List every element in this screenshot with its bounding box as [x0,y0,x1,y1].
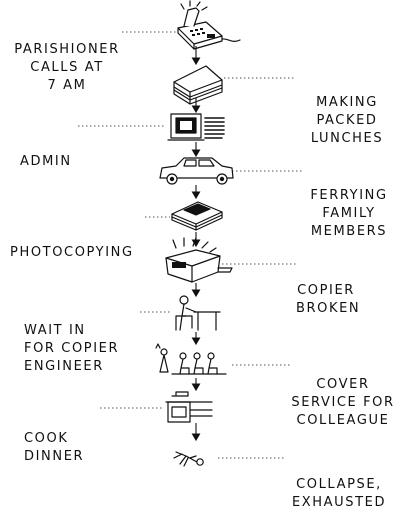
flow-diagram [78,0,302,467]
arrow-4 [191,185,201,200]
telephone-icon [177,0,241,50]
arrow-9 [191,423,201,442]
step-label-admin: ADMIN [20,154,72,169]
collapsed-person-icon [173,451,204,467]
person-waiting-at-desk-icon [175,295,221,331]
step-label-photocopying: PHOTOCOPYING [10,245,134,260]
arrow-6 [191,283,201,298]
step-label-collapse: COLLAPSE,EXHAUSTED [291,477,387,510]
sandwich-icon [173,65,223,105]
arrow-3 [191,142,201,158]
stove-icon [165,391,213,423]
arrow-7 [191,332,201,346]
computer-paper-icon [167,113,225,141]
arrow-2 [191,98,201,114]
car-icon [159,157,234,185]
congregation-icon [155,343,227,375]
paper-stack-icon [171,201,223,231]
arrow-8 [191,378,201,392]
broken-copier-icon [165,237,233,283]
